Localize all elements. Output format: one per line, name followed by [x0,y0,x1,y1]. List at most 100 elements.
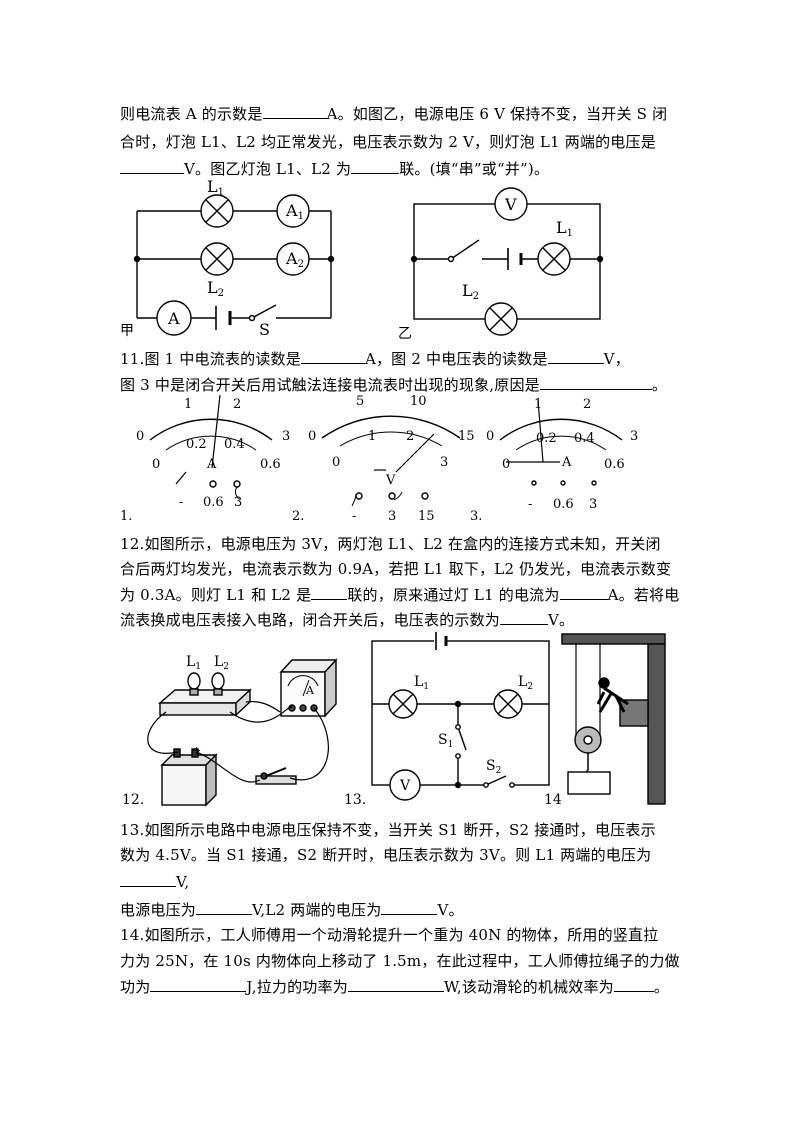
meter3-bot-1: 0.2 [536,431,557,446]
meter-2 [321,415,461,507]
answer-blank[interactable] [262,103,327,119]
fig12-physical-circuit [147,658,338,807]
q13-line-1: 13.如图所示电路中电源电压保持不变，当开关 S1 断开，S2 接通时，电压表示 [120,820,656,840]
ammeter-a-icon [156,300,192,336]
meter3-top-3: 3 [630,429,638,444]
answer-blank[interactable] [311,584,348,600]
label-A1: A1 [285,201,304,222]
text: 联的，原来通过灯 L1 的电流为 [347,586,560,604]
fig12-plus: + [192,744,201,757]
label-jia: 甲 [120,323,134,339]
meter2-unit: V [385,473,396,488]
meter3-top-1: 1 [534,397,542,412]
text: V。 [548,611,575,629]
q10-line-2: 合时，灯泡 L1、L2 均正常发光，电压表示数为 2 V，则灯泡 L1 两端的电… [120,132,656,152]
voltmeter-icon [494,187,528,221]
answer-blank[interactable] [500,609,549,625]
meter2-top-10: 10 [410,394,427,409]
q13-line-3: V, [120,871,189,892]
text: 。 [653,978,670,996]
meter3-bot-2: 0.4 [574,431,595,446]
q12-line-2: 合后两灯均发光，电流表示数为 0.9A，若把 L1 取下，L2 仍发光，电流表示… [120,559,671,579]
label-V: V [504,195,517,214]
meter1-unit: A [206,457,217,472]
q12-line-1: 12.如图所示，电源电压为 3V，两灯泡 L1、L2 在盒内的连接方式未知，开关… [120,534,661,554]
answer-blank[interactable] [539,374,652,390]
answer-blank[interactable] [351,158,400,174]
label-A2: A2 [285,249,304,270]
fig13-label-L1: L1 [414,674,429,692]
battery-icon [215,306,232,330]
text: 图 3 中是闭合开关后用试触法连接电流表时出现的现象,原因是 [120,376,540,394]
text: 联。(填“串”或“并”)。 [399,160,550,178]
battery-icon [507,248,523,270]
fig13-label-S2: S2 [486,758,501,776]
text: V, [176,873,190,891]
meter1-bot-1: 0.2 [186,437,207,452]
meter3-bot-3: 0.6 [604,457,625,472]
meter3-unit: A [561,455,572,470]
text: 合时，灯泡 L1、L2 均正常发光，电压表示数为 2 V，则灯泡 L1 两端的电… [120,133,656,151]
q14-line-3: 功为 J,拉力的功率为 W,该动滑轮的机械效率为 。 [120,976,669,997]
text: A，图 2 中电压表的读数是 [364,350,548,368]
meter2-term-3: 3 [388,509,396,524]
meter-1 [149,394,273,500]
meter1-top-3: 3 [282,429,290,444]
meter1-bot-3: 0.6 [260,457,281,472]
answer-blank[interactable] [120,158,184,174]
answer-blank[interactable] [300,348,365,364]
q13-line-2: 数为 4.5V。当 S1 接通，S2 断开时，电压表示数为 3V。则 L1 两端… [120,845,651,865]
text: V。图乙灯泡 L1、L2 为 [184,160,352,178]
text: A。如图乙，电源电压 6 V 保持不变，当开关 S 闭 [326,105,668,123]
fig13-voltmeter-label: V [399,778,411,794]
text: W,该动滑轮的机械效率为 [443,978,614,996]
text: 合后两灯均发光，电流表示数为 0.9A，若把 L1 取下，L2 仍发光，电流表示… [120,560,672,578]
meter3-term-06: 0.6 [553,497,574,512]
fig12-ammeter-label: A [305,684,315,697]
text: 数为 4.5V。当 S1 接通，S2 断开时，电压表示数为 3V。则 L1 两端… [120,846,652,864]
meter2-top-5: 5 [356,394,364,409]
answer-blank[interactable] [347,976,444,992]
text: 功为 [120,978,151,996]
text: 14.如图所示，工人师傅用一个动滑轮提升一个重为 40N 的物体，所用的竖直拉 [120,926,659,944]
lamp-icon [537,242,571,276]
text: V， [603,350,630,368]
fig13-label-L2: L2 [518,674,533,692]
meter1-bot-0: 0 [152,457,160,472]
lamp-icon [200,194,234,228]
answer-blank[interactable] [547,348,604,364]
circuit-jia [133,194,335,336]
meter1-term-neg: - [179,495,183,510]
text: J,拉力的功率为 [246,978,348,996]
meter3-number: 3. [470,509,482,524]
answer-blank[interactable] [196,899,253,915]
answer-blank[interactable] [120,871,176,887]
text: V,L2 两端的电压为 [252,901,382,919]
text: 11.图 1 中电流表的读数是 [120,350,301,368]
meter1-term-06: 0.6 [203,495,224,510]
meter3-top-0: 0 [486,429,494,444]
fig13-number: 13. [344,792,366,808]
meter2-bot-0: 0 [332,455,340,470]
meter2-top-0: 0 [308,429,316,444]
circuit-yi [410,187,604,336]
answer-blank[interactable] [381,899,438,915]
meter1-number: 1. [120,509,132,524]
text: 。 [651,376,668,394]
text: 力为 25N，在 10s 内物体向上移动了 1.5m，在此过程中，工人师傅拉绳子… [120,952,680,970]
meter3-bot-0: 0 [502,457,510,472]
answer-blank[interactable] [559,584,608,600]
label-L2: L2 [207,278,224,299]
battery-icon [435,632,448,650]
q11-line-1: 11.图 1 中电流表的读数是 A，图 2 中电压表的读数是 V， [120,348,630,369]
meter3-term-3: 3 [589,497,597,512]
label-L2: L2 [462,281,479,302]
meter2-bot-2: 2 [406,429,414,444]
answer-blank[interactable] [150,976,247,992]
label-yi: 乙 [398,326,412,342]
answer-blank[interactable] [613,976,654,992]
